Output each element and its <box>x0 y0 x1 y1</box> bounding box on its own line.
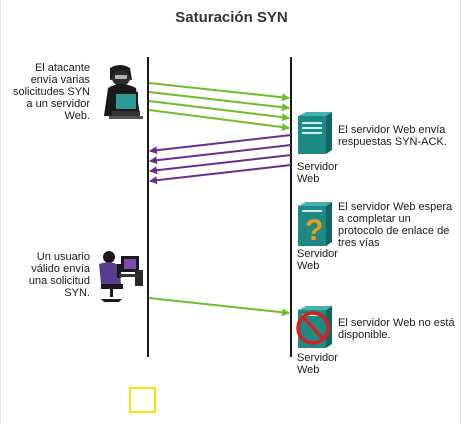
user-at-computer-icon <box>99 251 143 302</box>
label-line: Servidor <box>297 352 338 364</box>
label-line: SYN. <box>64 287 90 299</box>
diagram-title: Saturación SYN <box>175 9 288 26</box>
label-line: Web <box>297 260 320 272</box>
label-line: Un usuario <box>36 251 90 263</box>
syn-arrow <box>148 109 290 132</box>
label-line: disponible. <box>338 329 391 341</box>
server-status-waiting: El servidor Web espera a completar un pr… <box>338 201 452 249</box>
label-line: a un servidor <box>26 98 90 110</box>
server-name: Servidor Web <box>297 352 338 376</box>
label-line: a completar un <box>338 213 411 225</box>
label-line: Servidor <box>297 161 338 173</box>
label-line: solicitudes SYN <box>12 86 90 98</box>
synack-arrow <box>149 144 292 165</box>
label-line: una solicitud <box>28 275 90 287</box>
label-line: Web <box>297 173 320 185</box>
label-line: El servidor Web espera <box>338 201 453 213</box>
server-status-unavailable: El servidor Web no está disponible. <box>338 317 455 341</box>
label-line: tres vías <box>338 237 380 249</box>
synack-arrow <box>149 134 292 155</box>
hooded-attacker-icon <box>104 65 143 119</box>
label-line: respuestas SYN-ACK. <box>338 136 447 148</box>
server-icon <box>298 112 332 154</box>
attacker-label: El atacante envía varias solicitudes SYN… <box>8 62 90 122</box>
server-name: Servidor Web <box>297 248 338 272</box>
frame-border-left <box>0 0 1 424</box>
label-line: Servidor <box>297 248 338 260</box>
frame-border-right <box>460 0 461 424</box>
user-syn-arrow <box>148 297 290 317</box>
server-synack-arrows <box>149 134 292 185</box>
server-name: Servidor Web <box>297 161 338 185</box>
label-line: El atacante <box>34 62 90 74</box>
svg-text:?: ? <box>305 214 323 247</box>
label-line: El servidor Web no está <box>338 317 455 329</box>
server-status-synack: El servidor Web envía respuestas SYN-ACK… <box>338 124 447 148</box>
synack-arrow <box>149 154 292 175</box>
server-unavailable-icon <box>296 306 332 348</box>
server-question-icon: ? <box>298 202 332 247</box>
syn-arrow <box>148 82 290 102</box>
attacker-syn-arrows <box>148 82 290 132</box>
syn-arrow <box>148 100 290 122</box>
label-line: Web. <box>64 110 90 122</box>
syn-arrow <box>148 91 290 112</box>
highlight-box[interactable] <box>129 387 156 413</box>
user-label: Un usuario válido envía una solicitud SY… <box>8 251 90 299</box>
label-line: Web <box>297 364 320 376</box>
synack-arrow <box>149 164 292 185</box>
label-line: El servidor Web envía <box>338 124 446 136</box>
label-line: válido envía <box>31 263 90 275</box>
label-line: envía varias <box>30 74 90 86</box>
label-line: protocolo de enlace de <box>338 225 450 237</box>
